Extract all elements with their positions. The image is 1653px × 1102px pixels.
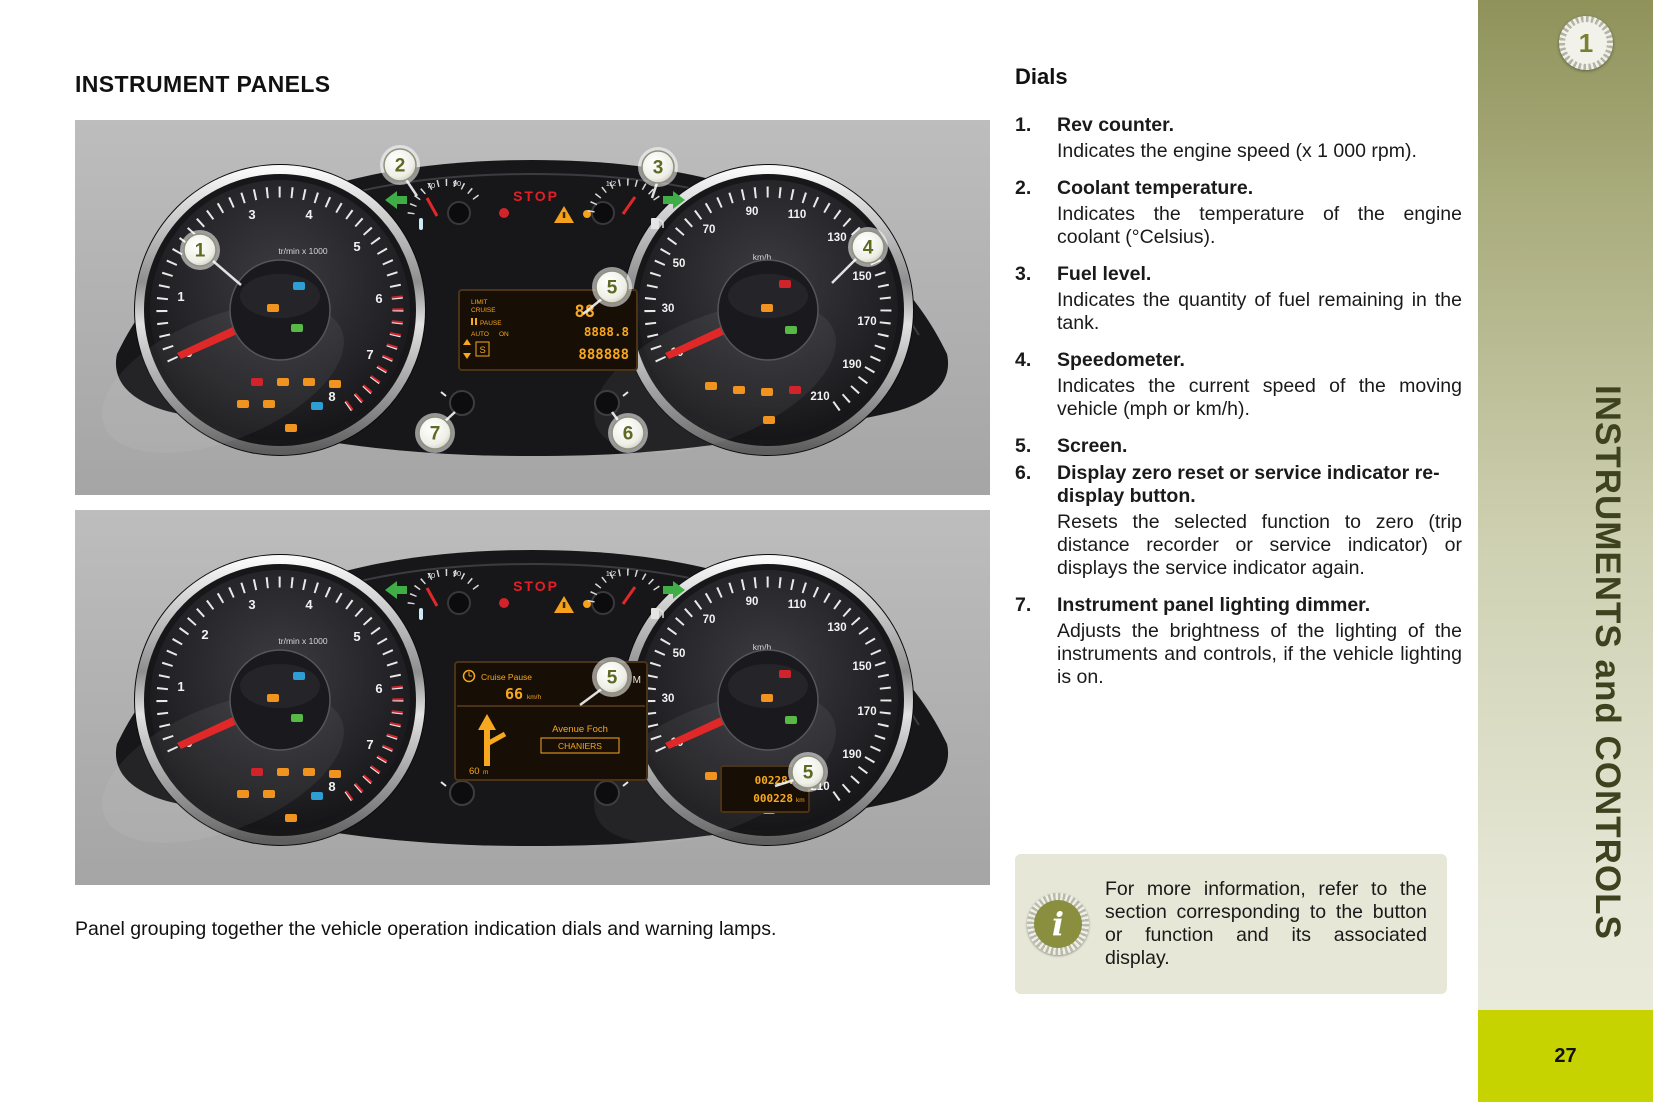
chapter-sidebar: 1 INSTRUMENTS and CONTROLS 27 (1478, 0, 1653, 1102)
dial-item-5: 5. Screen. (1015, 435, 1462, 458)
item-desc: Indicates the current speed of the movin… (1057, 375, 1462, 420)
multifunction-screen: LIMIT CRUISE PAUSE AUTO ON S 88 8888.8 8… (458, 289, 638, 371)
nav-turn-arrow-icon (478, 714, 507, 766)
svg-text:66: 66 (505, 685, 523, 703)
callout-badge-1: 1 (179, 229, 221, 271)
clock-icon (462, 669, 476, 683)
item-desc: Indicates the quantity of fuel remaining… (1057, 289, 1462, 334)
figure-caption: Panel grouping together the vehicle oper… (75, 917, 777, 940)
svg-text:M: M (633, 675, 641, 686)
svg-text:4: 4 (863, 238, 874, 259)
callout-badge-6: 6 (607, 412, 649, 454)
svg-text:km/h: km/h (527, 694, 541, 701)
svg-text:7: 7 (430, 424, 441, 445)
item-number: 1. (1015, 114, 1032, 136)
item-title: Instrument panel lighting dimmer. (1057, 594, 1371, 616)
dial-item-4: 4. Speedometer. Indicates the current sp… (1015, 349, 1462, 431)
instrument-panel-figure-1: LIMIT CRUISE PAUSE AUTO ON S 88 8888.8 8… (75, 120, 990, 495)
item-desc: Adjusts the brightness of the lighting o… (1057, 620, 1462, 688)
item-title: Fuel level. (1057, 263, 1152, 285)
svg-text:5: 5 (607, 278, 618, 299)
svg-text:LIMIT: LIMIT (471, 299, 488, 306)
svg-text:PAUSE: PAUSE (480, 320, 502, 327)
svg-text:3: 3 (653, 158, 664, 179)
dial-item-6: 6. Display zero reset or service indicat… (1015, 462, 1462, 590)
svg-text:60: 60 (469, 766, 480, 777)
chapter-number-badge: 1 (1559, 16, 1613, 70)
svg-text:km: km (796, 797, 805, 804)
item-number: 5. (1015, 435, 1032, 457)
svg-text:CHANIERS: CHANIERS (558, 741, 602, 751)
svg-text:2: 2 (395, 156, 406, 177)
item-number: 3. (1015, 263, 1032, 285)
callout-badge-7: 7 (414, 412, 456, 454)
svg-text:ON: ON (499, 331, 509, 338)
callout-badge-2: 2 (379, 144, 421, 186)
chapter-title-vertical: INSTRUMENTS and CONTROLS (1588, 385, 1627, 940)
svg-text:S: S (480, 345, 486, 356)
item-number: 4. (1015, 349, 1032, 371)
callout-badge-5a: 5 (591, 656, 633, 698)
dial-item-1: 1. Rev counter. Indicates the engine spe… (1015, 114, 1462, 173)
up-arrow-icon (463, 339, 471, 345)
instrument-panel-figure-2: Cruise Pause 66 km/h M Avenue Foch CHANI… (75, 510, 990, 885)
svg-text:5: 5 (803, 763, 814, 784)
svg-text:Cruise Pause: Cruise Pause (481, 672, 532, 682)
page-title: INSTRUMENT PANELS (75, 71, 331, 98)
svg-text:Avenue Foch: Avenue Foch (552, 724, 608, 735)
item-desc: Resets the selected function to zero (tr… (1057, 511, 1462, 579)
item-title: Coolant temperature. (1057, 177, 1254, 199)
dial-item-2: 2. Coolant temperature. Indicates the te… (1015, 177, 1462, 259)
svg-text:888888: 888888 (578, 347, 629, 363)
item-number: 6. (1015, 462, 1032, 484)
callout-badge-4: 4 (847, 226, 889, 268)
svg-text:m: m (483, 769, 488, 776)
callout-badge-5b: 5 (787, 751, 829, 793)
svg-text:6: 6 (623, 424, 634, 445)
item-title: Rev counter. (1057, 114, 1175, 136)
item-number: 2. (1015, 177, 1032, 199)
item-title: Speedometer. (1057, 349, 1185, 371)
info-icon: i (1027, 893, 1089, 955)
dials-heading: Dials (1015, 64, 1068, 89)
svg-text:AUTO: AUTO (471, 331, 489, 338)
svg-text:CRUISE: CRUISE (471, 307, 496, 314)
info-text: For more information, refer to the secti… (1105, 878, 1427, 969)
dials-section: Dials 1. Rev counter. Indicates the engi… (1015, 64, 1462, 703)
dial-item-7: 7. Instrument panel lighting dimmer. Adj… (1015, 594, 1462, 699)
callout-badge-3: 3 (637, 146, 679, 188)
item-number: 7. (1015, 594, 1032, 616)
dial-item-3: 3. Fuel level. Indicates the quantity of… (1015, 263, 1462, 345)
item-title: Display zero reset or service indicator … (1057, 462, 1440, 507)
callout-badge-5: 5 (591, 266, 633, 308)
svg-text:5: 5 (607, 668, 618, 689)
svg-text:000228: 000228 (753, 792, 793, 805)
item-title: Screen. (1057, 435, 1128, 457)
item-desc: Indicates the engine speed (x 1 000 rpm)… (1057, 140, 1417, 162)
info-box: i For more information, refer to the sec… (1015, 854, 1447, 994)
svg-text:8888.8: 8888.8 (584, 324, 629, 339)
page-number: 27 (1554, 1044, 1577, 1067)
svg-text:1: 1 (195, 241, 206, 262)
item-desc: Indicates the temperature of the engine … (1057, 203, 1462, 248)
page-number-box: 27 (1478, 1010, 1653, 1102)
down-arrow-icon (463, 353, 471, 359)
